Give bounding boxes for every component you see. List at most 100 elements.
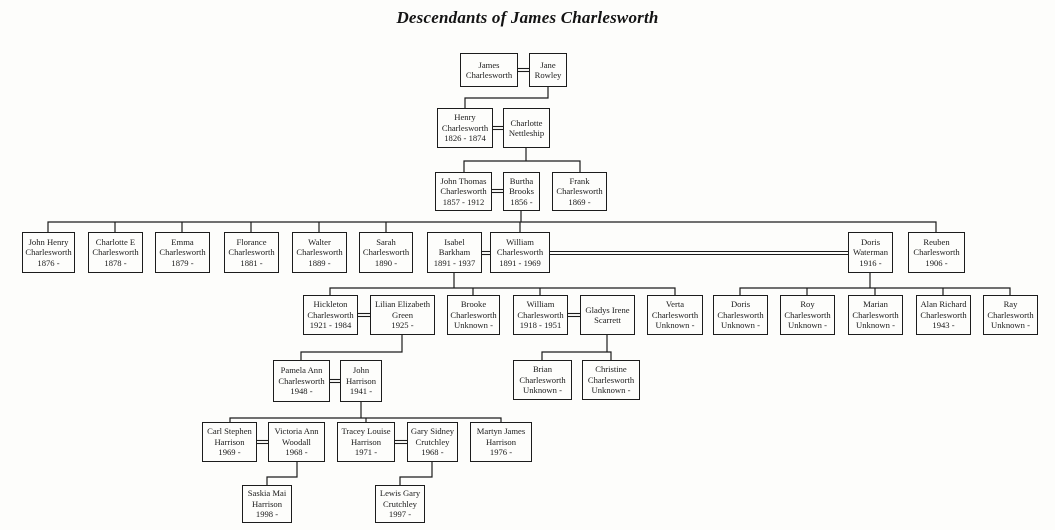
person-name: Verta Charlesworth (651, 299, 699, 320)
person-name: Jane Rowley (534, 59, 562, 80)
person-name: Florance Charlesworth (228, 236, 275, 258)
person-dates: 1891 - 1937 (433, 257, 476, 268)
person-dates: 1890 - (374, 257, 398, 268)
person-name: Emma Charlesworth (159, 236, 206, 258)
person-dates: 1869 - (568, 196, 591, 207)
person-dates: 1889 - (308, 257, 331, 268)
person-name: Charlotte Nettleship (508, 117, 545, 138)
person-dates: 1921 - 1984 (309, 320, 352, 331)
person-name: Charlotte E Charlesworth (92, 236, 139, 258)
person-dates: Unknown - (523, 385, 562, 396)
person-dates: 1925 - (391, 320, 414, 331)
person-name: Burtha Brooks (509, 175, 534, 197)
descent-line (300, 335, 403, 360)
person-name: Lewis Gary Crutchley (379, 488, 421, 509)
person-name: Brooke Charlesworth (450, 299, 497, 320)
person-name: Ray Charlesworth (987, 299, 1034, 320)
person-name: John Thomas Charlesworth (440, 175, 487, 197)
person-dates: 1948 - (290, 386, 313, 397)
person-dates: 1856 - (510, 196, 533, 207)
person-box-gladys-irene-scarrett: Gladys Irene Scarrett (580, 295, 635, 335)
person-name: Isabel Barkham (438, 236, 471, 258)
person-name: Marian Charlesworth (852, 299, 899, 320)
person-dates: Unknown - (655, 320, 695, 331)
person-name: William Charlesworth (496, 236, 544, 258)
person-dates: 1968 - (285, 447, 308, 458)
person-name: John Harrison (345, 365, 377, 386)
person-dates: 1968 - (421, 447, 444, 458)
chart-title: Descendants of James Charlesworth (396, 8, 659, 27)
descent-line (329, 287, 676, 295)
person-name: Lilian Elizabeth Green (374, 299, 431, 320)
person-dates: Unknown - (591, 385, 631, 396)
person-name: James Charlesworth (465, 59, 513, 80)
person-name: John Henry Charlesworth (25, 236, 72, 258)
person-name: Christine Charlesworth (587, 364, 635, 385)
person-dates: 1941 - (349, 386, 373, 397)
person-dates: 1918 - 1951 (519, 320, 562, 331)
person-dates: 1878 - (104, 257, 127, 268)
person-name: Roy Charlesworth (784, 299, 831, 320)
person-dates: 1891 - 1969 (499, 257, 541, 268)
person-dates: 1976 - (489, 447, 513, 458)
person-dates: 1971 - (354, 447, 378, 458)
person-name: Sarah Charlesworth (362, 236, 410, 258)
person-dates: 1826 - 1874 (444, 133, 486, 144)
person-dates: Unknown - (856, 320, 895, 331)
person-name: Pamela Ann Charlesworth (278, 365, 325, 386)
person-dates: Unknown - (991, 320, 1030, 331)
person-dates: Unknown - (721, 320, 760, 331)
descent-line (541, 351, 612, 360)
person-box-jane-rowley: Jane Rowley (529, 53, 567, 87)
person-dates: 1881 - (240, 257, 263, 268)
person-dates: 1857 - 1912 (442, 196, 485, 207)
person-name: Doris Charlesworth (717, 299, 764, 320)
person-name: Tracey Louise Harrison (341, 426, 391, 447)
person-name: William Charlesworth (517, 299, 564, 320)
person-name: Reuben Charlesworth (913, 236, 960, 258)
descent-line (266, 462, 298, 485)
person-dates: Unknown - (454, 320, 493, 331)
person-name: Saskia Mai Harrison (247, 488, 287, 509)
person-name: Victoria Ann Woodall (274, 426, 319, 447)
person-dates: Unknown - (788, 320, 827, 331)
person-box-charlotte-nettleship: Charlotte Nettleship (503, 108, 550, 148)
person-dates: 1997 - (388, 509, 412, 520)
person-name: Carl Stephen Harrison (207, 426, 252, 447)
person-box-james-charlesworth: James Charlesworth (460, 53, 518, 87)
person-name: Walter Charlesworth (296, 236, 343, 258)
person-name: Hickleton Charlesworth (307, 299, 354, 320)
person-dates: 1876 - (37, 257, 60, 268)
person-name: Gary Sidney Crutchley (410, 426, 455, 447)
person-dates: 1879 - (171, 257, 194, 268)
